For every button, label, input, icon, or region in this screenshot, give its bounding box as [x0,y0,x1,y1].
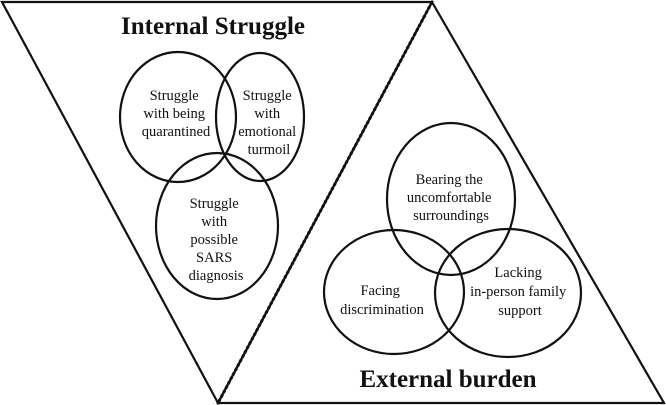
dashed-divider-line [216,1,434,404]
surroundings-circle [385,121,517,277]
family-support-circle [433,227,583,359]
sars-diagnosis-circle [154,151,280,301]
internal-struggle-title: Internal Struggle [121,13,305,40]
family-support-label: Lacking in-person family support [470,265,570,319]
quarantine-label: Struggle with being quarantined [142,88,211,140]
sars-diagnosis-label: Struggle with possible SARS diagnosis [189,196,244,284]
emotional-turmoil-label: Struggle with emotional turmoil [238,88,300,158]
surroundings-label: Bearing the uncomfortable surroundings [407,172,495,224]
discrimination-label: Facing discrimination [340,283,425,318]
quarantine-circle [118,50,238,184]
external-burden-title: External burden [359,366,536,393]
emotional-turmoil-circle [214,51,306,183]
discrimination-circle [322,228,466,356]
